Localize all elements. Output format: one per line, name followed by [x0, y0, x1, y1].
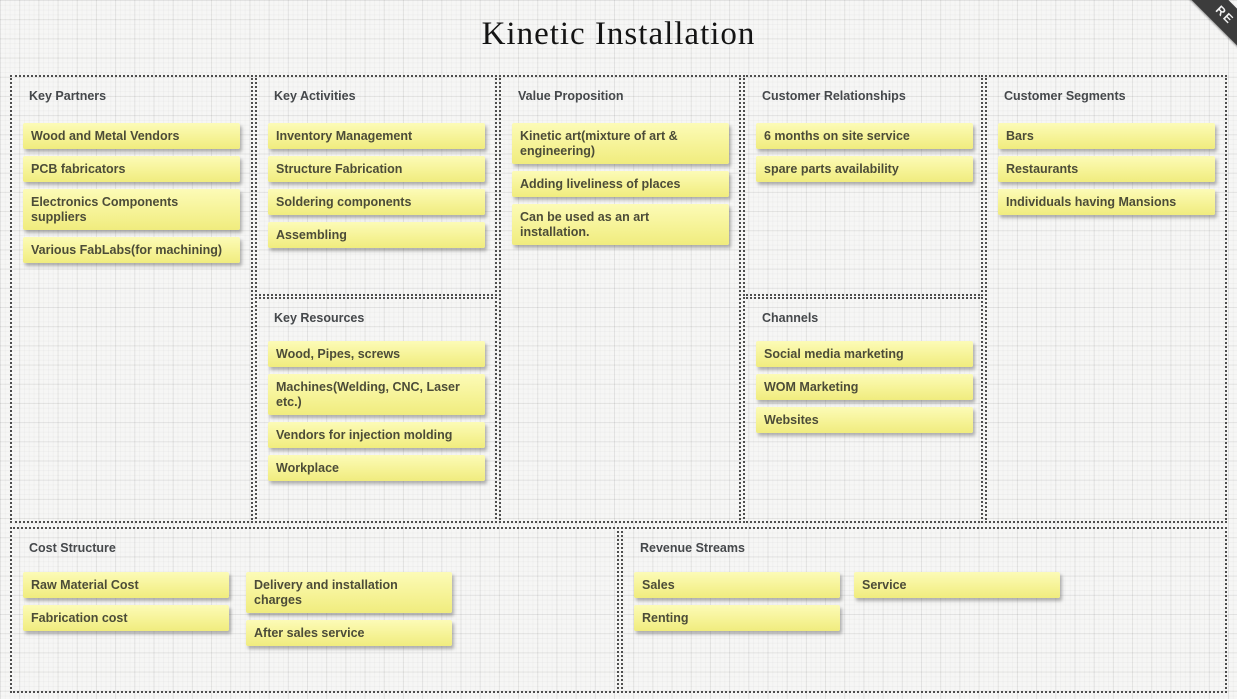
sticky-note[interactable]: Wood and Metal Vendors: [23, 123, 240, 149]
sticky-note[interactable]: Fabrication cost: [23, 605, 229, 631]
sticky-note[interactable]: Websites: [756, 407, 973, 433]
section-cost-structure: Cost Structure Raw Material Cost Fabrica…: [10, 527, 619, 693]
section-title-key-activities: Key Activities: [274, 89, 356, 103]
notes-column: Inventory Management Structure Fabricati…: [268, 123, 485, 255]
sticky-note[interactable]: PCB fabricators: [23, 156, 240, 182]
sticky-note[interactable]: Inventory Management: [268, 123, 485, 149]
sticky-note[interactable]: Restaurants: [998, 156, 1215, 182]
notes-column: 6 months on site service spare parts ava…: [756, 123, 973, 189]
sticky-note[interactable]: Renting: [634, 605, 840, 631]
section-key-resources: Key Resources Wood, Pipes, screws Machin…: [255, 297, 497, 523]
sticky-note[interactable]: Raw Material Cost: [23, 572, 229, 598]
sticky-note[interactable]: Various FabLabs(for machining): [23, 237, 240, 263]
section-customer-segments: Customer Segments Bars Restaurants Indiv…: [985, 75, 1227, 523]
section-title-key-resources: Key Resources: [274, 311, 365, 325]
sticky-note[interactable]: Electronics Components suppliers: [23, 189, 240, 230]
sticky-note[interactable]: Sales: [634, 572, 840, 598]
sticky-note[interactable]: Structure Fabrication: [268, 156, 485, 182]
sticky-note[interactable]: Individuals having Mansions: [998, 189, 1215, 215]
section-title-customer-segments: Customer Segments: [1004, 89, 1126, 103]
section-title-key-partners: Key Partners: [29, 89, 107, 103]
notes-column: Social media marketing WOM Marketing Web…: [756, 341, 973, 440]
section-title-customer-relationships: Customer Relationships: [762, 89, 906, 103]
canvas-title[interactable]: Kinetic Installation: [481, 16, 756, 52]
notes-column: Raw Material Cost Fabrication cost: [23, 572, 229, 638]
sticky-note[interactable]: Vendors for injection molding: [268, 422, 485, 448]
notes-column: Delivery and installation charges After …: [246, 572, 452, 653]
section-value-proposition: Value Proposition Kinetic art(mixture of…: [499, 75, 741, 523]
sticky-note[interactable]: spare parts availability: [756, 156, 973, 182]
sticky-note[interactable]: Wood, Pipes, screws: [268, 341, 485, 367]
notes-column: Wood, Pipes, screws Machines(Welding, CN…: [268, 341, 485, 488]
sticky-note[interactable]: Assembling: [268, 222, 485, 248]
sticky-note[interactable]: Service: [854, 572, 1060, 598]
notes-column: Kinetic art(mixture of art & engineering…: [512, 123, 729, 252]
section-title-cost-structure: Cost Structure: [29, 541, 116, 555]
section-customer-relationships: Customer Relationships 6 months on site …: [743, 75, 983, 296]
section-key-activities: Key Activities Inventory Management Stru…: [255, 75, 497, 296]
sticky-note[interactable]: Can be used as an art installation.: [512, 204, 729, 245]
notes-column: Bars Restaurants Individuals having Mans…: [998, 123, 1215, 222]
sticky-note[interactable]: Machines(Welding, CNC, Laser etc.): [268, 374, 485, 415]
section-title-channels: Channels: [762, 311, 819, 325]
sticky-note[interactable]: Adding liveliness of places: [512, 171, 729, 197]
sticky-note[interactable]: Workplace: [268, 455, 485, 481]
sticky-note[interactable]: 6 months on site service: [756, 123, 973, 149]
section-revenue-streams: Revenue Streams Sales Renting Service: [621, 527, 1227, 693]
sticky-note[interactable]: Social media marketing: [756, 341, 973, 367]
sticky-note[interactable]: Delivery and installation charges: [246, 572, 452, 613]
sticky-note[interactable]: Bars: [998, 123, 1215, 149]
section-channels: Channels Social media marketing WOM Mark…: [743, 297, 983, 523]
section-title-revenue-streams: Revenue Streams: [640, 541, 745, 555]
sticky-note[interactable]: WOM Marketing: [756, 374, 973, 400]
notes-column: Service: [854, 572, 1060, 605]
section-key-partners: Key Partners Wood and Metal Vendors PCB …: [10, 75, 253, 523]
sticky-note[interactable]: Soldering components: [268, 189, 485, 215]
sticky-note[interactable]: Kinetic art(mixture of art & engineering…: [512, 123, 729, 164]
notes-column: Sales Renting: [634, 572, 840, 638]
section-title-value-proposition: Value Proposition: [518, 89, 624, 103]
notes-column: Wood and Metal Vendors PCB fabricators E…: [23, 123, 240, 270]
sticky-note[interactable]: After sales service: [246, 620, 452, 646]
